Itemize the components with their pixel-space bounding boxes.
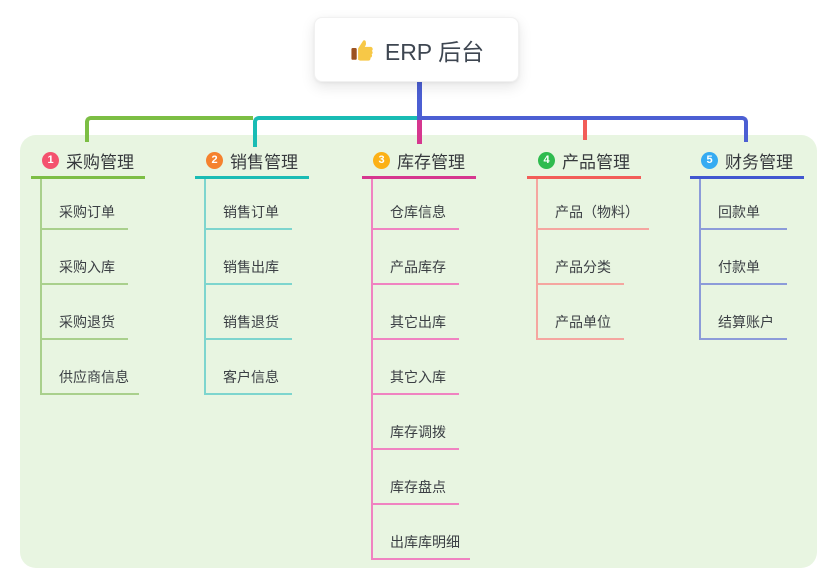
root-node[interactable]: ERP 后台 <box>314 17 519 82</box>
branch-label: 销售管理 <box>230 153 298 172</box>
branch-finance: 5 财务管理 回款单 付款单 结算账户 <box>690 150 804 340</box>
branch-product: 4 产品管理 产品（物料） 产品分类 产品单位 <box>527 150 649 340</box>
child-node[interactable]: 库存盘点 <box>373 450 459 505</box>
child-node[interactable]: 结算账户 <box>701 285 787 340</box>
branch-sales: 2 销售管理 销售订单 销售出库 销售退货 客户信息 <box>195 150 309 395</box>
branch-children: 产品（物料） 产品分类 产品单位 <box>536 179 649 340</box>
child-node[interactable]: 供应商信息 <box>42 340 139 395</box>
branch-children: 销售订单 销售出库 销售退货 客户信息 <box>204 179 292 395</box>
connector-branch-sales <box>253 116 417 147</box>
child-node[interactable]: 产品单位 <box>538 285 624 340</box>
child-node[interactable]: 产品（物料） <box>538 179 649 230</box>
mindmap-panel <box>20 135 817 568</box>
child-node[interactable]: 回款单 <box>701 179 787 230</box>
child-node[interactable]: 其它出库 <box>373 285 459 340</box>
branch-heading[interactable]: 1 采购管理 <box>31 150 145 179</box>
child-node[interactable]: 付款单 <box>701 230 787 285</box>
branch-label: 库存管理 <box>397 153 465 172</box>
child-node[interactable]: 库存调拨 <box>373 395 459 450</box>
child-node[interactable]: 采购订单 <box>42 179 128 230</box>
child-node[interactable]: 出库库明细 <box>373 505 470 560</box>
connector-branch-finance <box>422 116 748 142</box>
child-node[interactable]: 其它入库 <box>373 340 459 395</box>
branch-children: 仓库信息 产品库存 其它出库 其它入库 库存调拨 库存盘点 出库库明细 <box>371 179 470 560</box>
child-node[interactable]: 销售订单 <box>206 179 292 230</box>
child-node[interactable]: 客户信息 <box>206 340 292 395</box>
root-node-title: ERP 后台 <box>384 38 485 65</box>
branch-children: 采购订单 采购入库 采购退货 供应商信息 <box>40 179 139 395</box>
branch-label: 采购管理 <box>66 153 134 172</box>
branch-heading[interactable]: 4 产品管理 <box>527 150 641 179</box>
branch-heading[interactable]: 5 财务管理 <box>690 150 804 179</box>
child-node[interactable]: 产品分类 <box>538 230 624 285</box>
connector-branch-purchase <box>85 116 253 142</box>
connector-trunk <box>417 80 422 120</box>
branch-badge: 4 <box>538 152 555 169</box>
child-node[interactable]: 销售退货 <box>206 285 292 340</box>
child-node[interactable]: 产品库存 <box>373 230 459 285</box>
child-node[interactable]: 仓库信息 <box>373 179 459 230</box>
child-node[interactable]: 销售出库 <box>206 230 292 285</box>
connector-branch-inventory <box>417 120 422 144</box>
branch-heading[interactable]: 3 库存管理 <box>362 150 476 179</box>
branch-badge: 1 <box>42 152 59 169</box>
child-node[interactable]: 采购入库 <box>42 230 128 285</box>
branch-children: 回款单 付款单 结算账户 <box>699 179 787 340</box>
branch-purchase: 1 采购管理 采购订单 采购入库 采购退货 供应商信息 <box>31 150 145 395</box>
branch-inventory: 3 库存管理 仓库信息 产品库存 其它出库 其它入库 库存调拨 库存盘点 出库库… <box>362 150 476 560</box>
branch-label: 产品管理 <box>562 153 630 172</box>
branch-badge: 2 <box>206 152 223 169</box>
connector-branch-product <box>583 120 587 140</box>
branch-label: 财务管理 <box>725 153 793 172</box>
branch-badge: 5 <box>701 152 718 169</box>
branch-badge: 3 <box>373 152 390 169</box>
child-node[interactable]: 采购退货 <box>42 285 128 340</box>
thumbs-up-icon <box>349 37 375 63</box>
branch-heading[interactable]: 2 销售管理 <box>195 150 309 179</box>
